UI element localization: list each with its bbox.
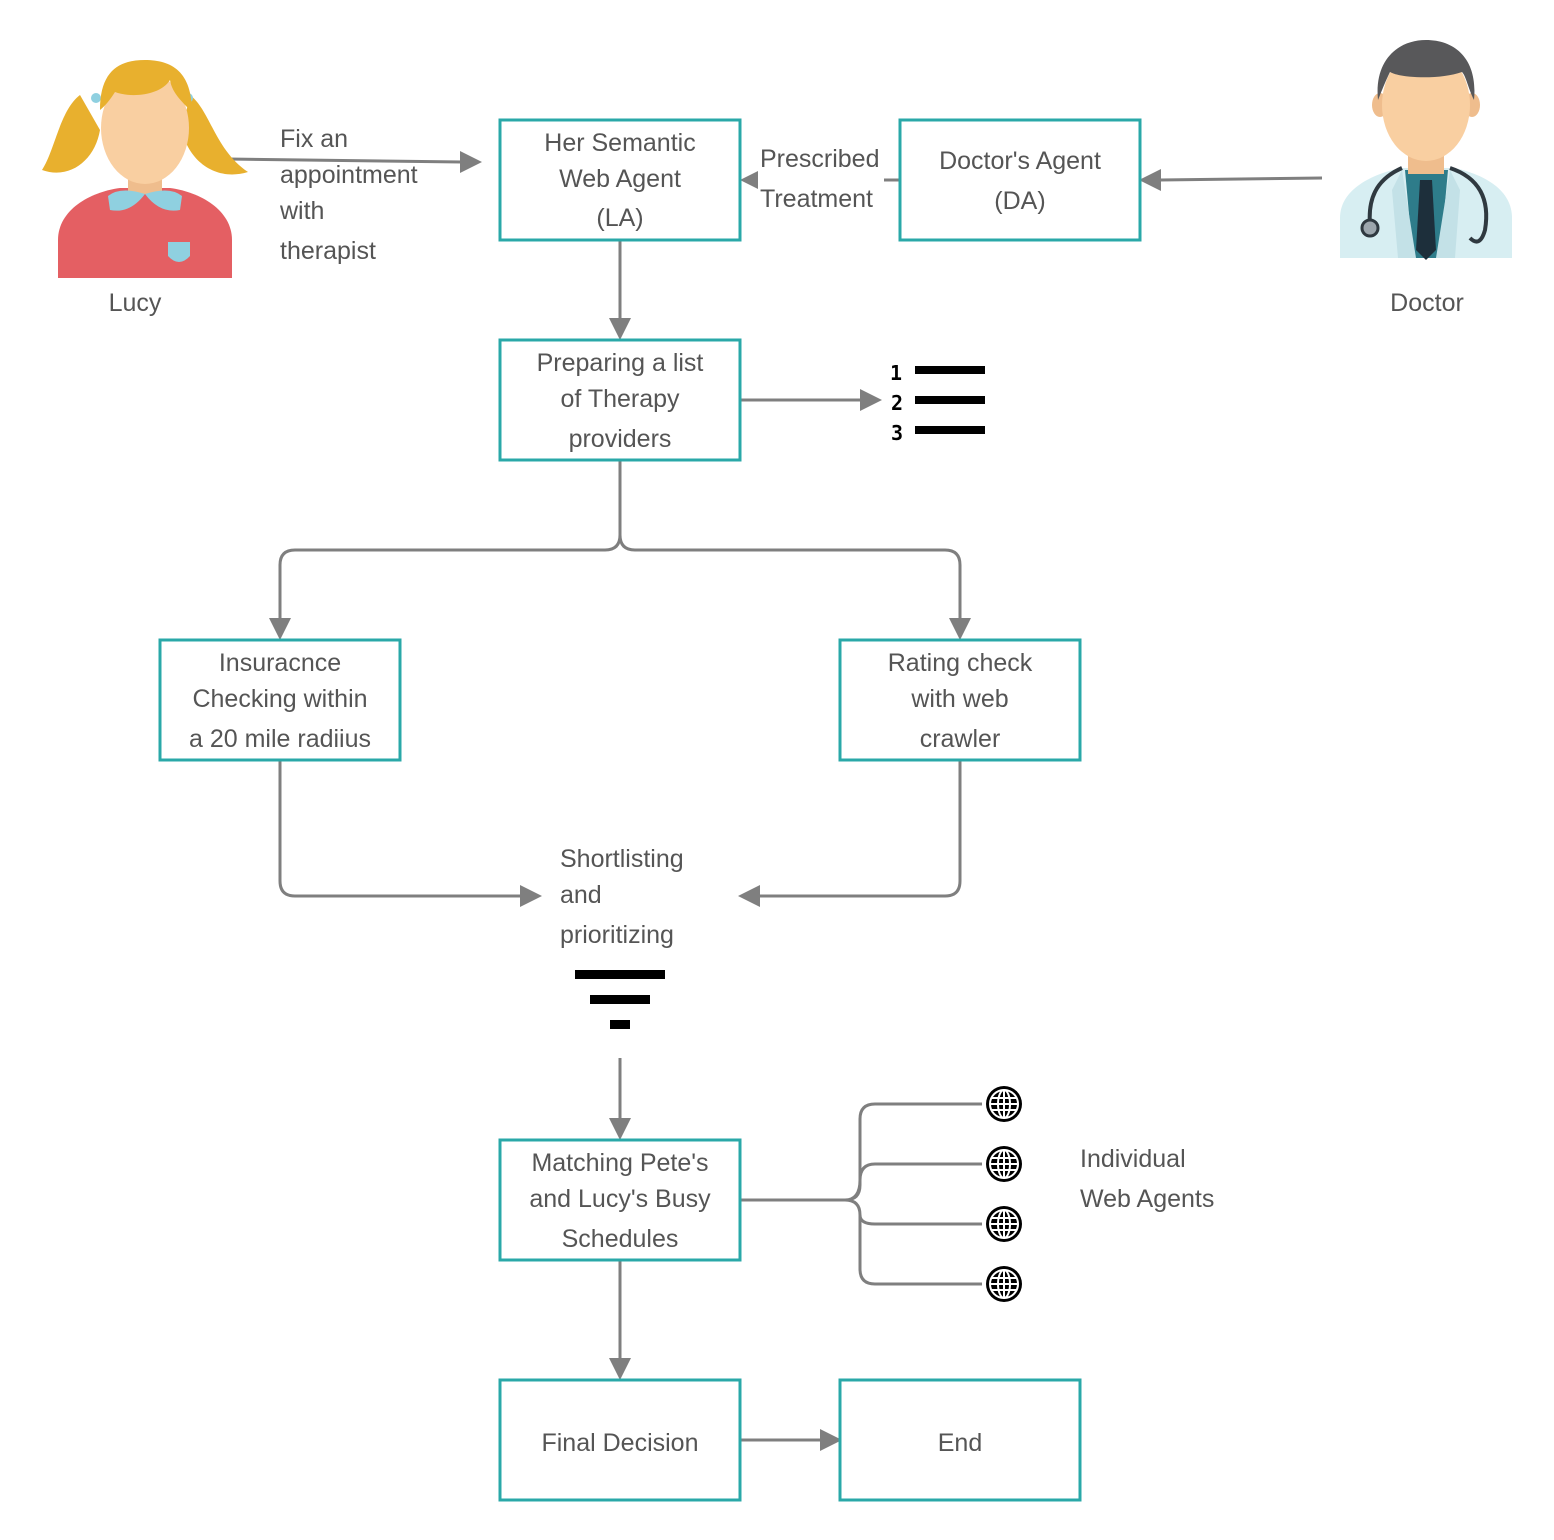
- node-line: and Lucy's Busy: [529, 1185, 711, 1213]
- node-line: Checking within: [192, 685, 367, 713]
- label-line: Individual: [1080, 1145, 1186, 1173]
- arrowhead: [860, 389, 882, 411]
- arrowhead: [1139, 169, 1161, 191]
- node-insurance-check[interactable]: Insuracnce Checking within a 20 mile rad…: [158, 638, 402, 762]
- arrowhead: [460, 151, 482, 173]
- lucy-label: Lucy: [109, 289, 162, 317]
- node-line: Insuracnce: [219, 649, 341, 677]
- label-individual-agents: Individual Web Agents: [1080, 1145, 1214, 1213]
- connector-matching-to-agents: [741, 1102, 982, 1286]
- doctor-label: Doctor: [1390, 289, 1464, 317]
- node-rating-check[interactable]: Rating check with web crawler: [838, 638, 1082, 762]
- node-line: (LA): [596, 204, 643, 232]
- arrowhead: [269, 618, 291, 640]
- list-number: 2: [891, 391, 903, 415]
- connector-doctor-to-da: [1159, 176, 1323, 182]
- node-line: with web: [910, 685, 1008, 713]
- connector-rating-to-shortlist: [758, 761, 962, 898]
- node-line: Matching Pete's: [531, 1149, 708, 1177]
- connectors: [227, 151, 1323, 1451]
- list-number: 3: [891, 421, 903, 445]
- connector-lucy-to-agent: [227, 157, 463, 164]
- numbered-list-icon: 1 2 3: [890, 361, 985, 445]
- node-final-decision[interactable]: Final Decision: [498, 1378, 742, 1502]
- arrowhead: [949, 618, 971, 640]
- arrowhead: [738, 885, 760, 907]
- node-doctors-agent[interactable]: Doctor's Agent (DA): [898, 118, 1142, 242]
- label-line: Web Agents: [1080, 1185, 1214, 1213]
- arrowhead: [609, 318, 631, 340]
- label-line: and: [560, 881, 602, 909]
- list-number: 1: [890, 361, 902, 385]
- label-shortlisting: Shortlisting and prioritizing: [560, 845, 684, 949]
- node-line: Doctor's Agent: [939, 147, 1101, 175]
- label-line: Shortlisting: [560, 845, 684, 873]
- label-line: prioritizing: [560, 921, 674, 949]
- node-semantic-agent[interactable]: Her Semantic Web Agent (LA): [498, 118, 742, 242]
- node-matching-schedules[interactable]: Matching Pete's and Lucy's Busy Schedule…: [498, 1138, 742, 1262]
- node-line: crawler: [920, 725, 1001, 753]
- label-line: therapist: [280, 237, 376, 265]
- globe-icon: [985, 1205, 1023, 1243]
- arrowhead: [520, 885, 542, 907]
- connector-split-rating: [618, 534, 962, 620]
- globe-icon: [985, 1145, 1023, 1183]
- arrowhead: [740, 169, 762, 191]
- label-line: Treatment: [760, 185, 873, 213]
- node-line: Schedules: [562, 1225, 679, 1253]
- node-line: providers: [569, 425, 672, 453]
- connector-split-insurance: [278, 461, 622, 620]
- node-line: of Therapy: [560, 385, 680, 413]
- node-line: Final Decision: [541, 1429, 698, 1457]
- label-fix-appointment: Fix an appointment with therapist: [279, 125, 418, 265]
- arrowhead: [609, 1358, 631, 1380]
- arrowhead: [820, 1429, 842, 1451]
- label-prescribed-treatment: Prescribed Treatment: [758, 140, 884, 216]
- node-line: Her Semantic: [544, 129, 695, 157]
- arrowhead: [609, 1118, 631, 1140]
- connector-insurance-to-shortlist: [278, 761, 522, 898]
- filter-icon: [575, 970, 665, 1029]
- node-line: (DA): [994, 187, 1045, 215]
- node-line: Rating check: [888, 649, 1033, 677]
- node-line: End: [938, 1429, 982, 1457]
- globe-icon: [985, 1085, 1023, 1123]
- node-end[interactable]: End: [838, 1378, 1082, 1502]
- node-preparing-list[interactable]: Preparing a list of Therapy providers: [498, 338, 742, 462]
- lucy-avatar: [42, 60, 248, 278]
- globe-icon: [985, 1265, 1023, 1303]
- label-line: Fix an: [280, 125, 348, 153]
- doctor-avatar: [1340, 40, 1512, 260]
- label-line: with: [279, 197, 324, 225]
- label-line: Prescribed: [760, 145, 880, 173]
- node-line: a 20 mile radiius: [189, 725, 371, 753]
- label-line: appointment: [280, 161, 418, 189]
- node-line: Web Agent: [559, 165, 681, 193]
- node-line: Preparing a list: [537, 349, 704, 377]
